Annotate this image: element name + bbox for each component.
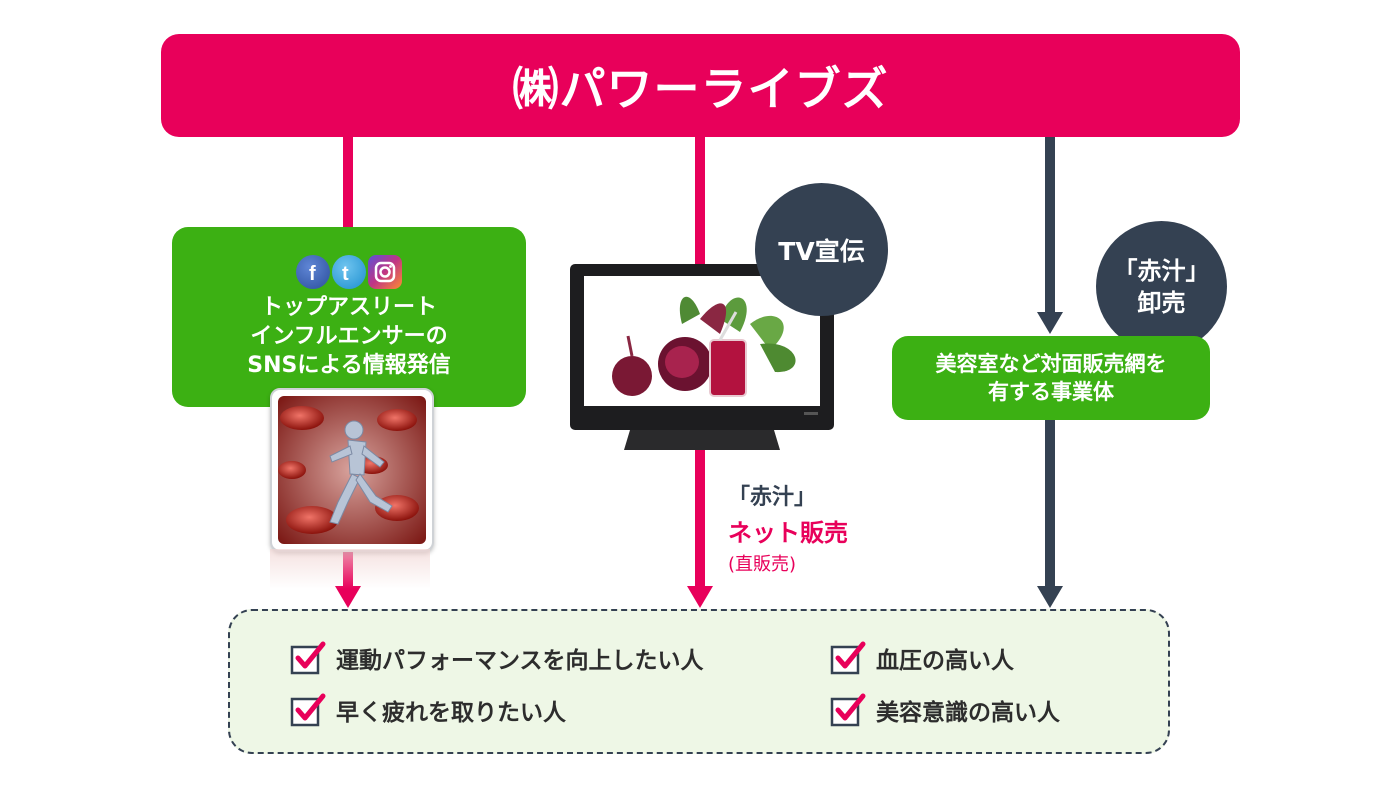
checkbox-checked-icon	[290, 641, 326, 675]
company-banner: ㈱パワーライブズ	[161, 34, 1240, 137]
athlete-blood-cells-image	[270, 388, 434, 552]
wholesale-circle: 「赤汁」 卸売	[1096, 221, 1227, 352]
net-sales-note: (直販売)	[728, 554, 797, 575]
connector-line-center-bottom	[695, 448, 705, 588]
checkbox-checked-icon	[830, 641, 866, 675]
arrow-right-down	[1037, 586, 1063, 608]
tv-with-beet-juice-image	[570, 264, 834, 454]
wholesale-line-2: 卸売	[1137, 288, 1186, 317]
target-item: 運動パフォーマンスを向上したい人	[290, 641, 704, 675]
image-reflection	[270, 549, 430, 589]
target-text: 血圧の高い人	[876, 648, 1014, 674]
salon-line-2: 有する事業体	[988, 380, 1114, 404]
arrow-right-to-salon	[1037, 312, 1063, 334]
sns-line-3: SNSによる情報発信	[247, 352, 451, 378]
checkbox-checked-icon	[290, 693, 326, 727]
connector-line-right-top	[1045, 137, 1055, 313]
net-sales-label: 「赤汁」 ネット販売 (直販売)	[728, 479, 848, 576]
twitter-icon: t	[332, 254, 366, 289]
sns-info-box: f t トップアスリート インフルエンサーの SNSによる情報発信	[172, 227, 526, 407]
checkbox-checked-icon	[830, 693, 866, 727]
target-text: 早く疲れを取りたい人	[336, 700, 566, 726]
tv-ad-circle: TV宣伝	[755, 183, 888, 316]
connector-line-left-top	[343, 137, 353, 227]
svg-text:f: f	[309, 263, 316, 285]
connector-line-center-top	[695, 137, 705, 264]
connector-line-right-bottom	[1045, 420, 1055, 588]
sns-line-1: トップアスリート	[260, 294, 437, 320]
target-item: 血圧の高い人	[830, 641, 1014, 675]
target-item: 美容意識の高い人	[830, 693, 1060, 727]
net-sales-title: ネット販売	[728, 519, 848, 547]
social-icons: f t	[296, 254, 402, 289]
arrow-left-down	[335, 586, 361, 608]
facebook-icon: f	[296, 254, 330, 289]
svg-text:t: t	[342, 263, 349, 285]
arrow-center-down	[687, 586, 713, 608]
net-sales-product: 「赤汁」	[728, 485, 817, 510]
target-audience-box: 運動パフォーマンスを向上したい人 早く疲れを取りたい人 血圧の高い人 美容意識の…	[228, 609, 1170, 754]
company-name: ㈱パワーライブズ	[512, 61, 889, 116]
wholesale-line-1: 「赤汁」	[1113, 256, 1210, 285]
sns-line-2: インフルエンサーの	[250, 323, 448, 349]
tv-ad-label: TV宣伝	[778, 236, 865, 266]
target-item: 早く疲れを取りたい人	[290, 693, 566, 727]
salon-line-1: 美容室など対面販売網を	[935, 352, 1167, 376]
target-text: 運動パフォーマンスを向上したい人	[336, 648, 704, 674]
instagram-icon	[368, 254, 402, 289]
salon-network-box: 美容室など対面販売網を 有する事業体	[892, 336, 1210, 420]
target-text: 美容意識の高い人	[876, 700, 1060, 726]
